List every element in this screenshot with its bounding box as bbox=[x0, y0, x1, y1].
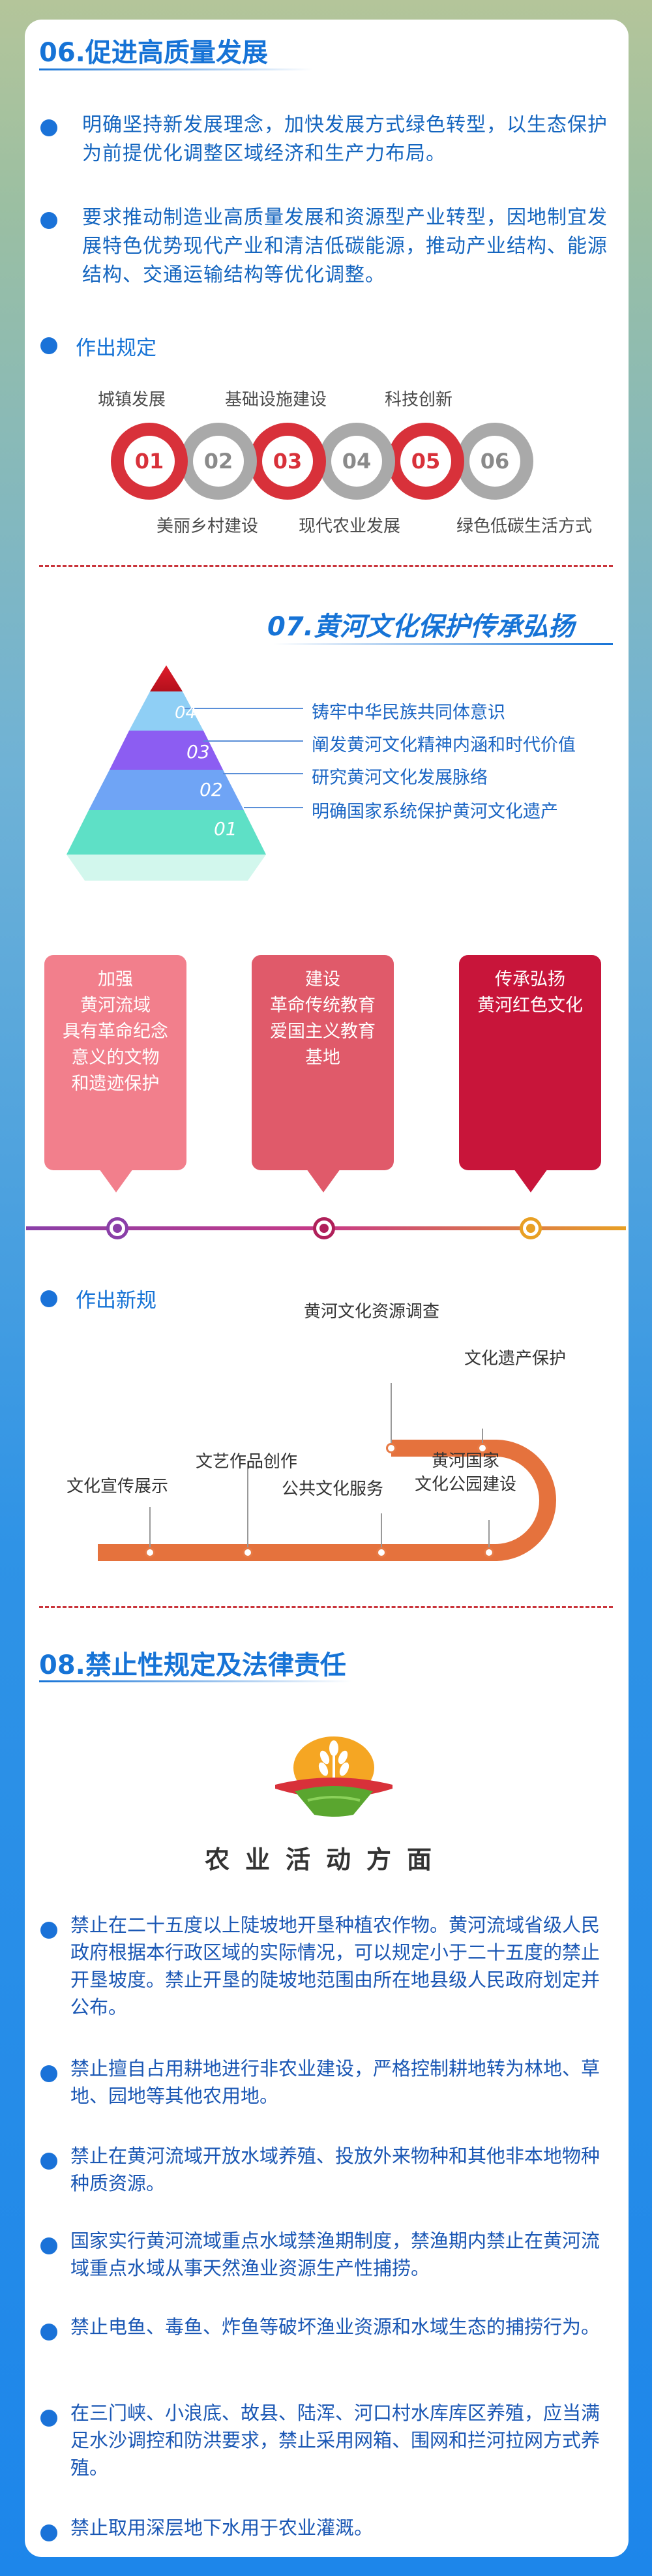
ring-label-top-2: 基础设施建设 bbox=[225, 390, 327, 410]
callout-box-2: 建设 革命传统教育 爱国主义教育 基地 bbox=[252, 955, 394, 1170]
bullet-icon bbox=[40, 2153, 57, 2170]
ring-label-bottom-3: 绿色低碳生活方式 bbox=[456, 517, 593, 536]
bullet-icon bbox=[40, 2065, 57, 2082]
pyramid-num-03: 03 bbox=[186, 741, 210, 763]
road-label-resource-survey: 黄河文化资源调查 bbox=[304, 1302, 440, 1322]
ring-label-top-1: 城镇发展 bbox=[98, 390, 166, 410]
road-diagram bbox=[98, 1383, 556, 1561]
bullet-icon bbox=[40, 212, 57, 229]
bullet-icon bbox=[40, 2324, 57, 2341]
pyramid-text-04: 铸牢中华民族共同体意识 bbox=[312, 703, 505, 723]
title-underline bbox=[39, 68, 313, 70]
timeline-node-1 bbox=[106, 1217, 128, 1239]
road-marker bbox=[484, 1547, 494, 1558]
bullet-icon bbox=[40, 2524, 57, 2541]
subheading-rules: 作出规定 bbox=[76, 337, 156, 360]
section-08-title: 08.禁止性规定及法律责任 bbox=[39, 1650, 346, 1680]
section-divider bbox=[39, 1606, 613, 1608]
section-07-title: 07.黄河文化保护传承弘扬 bbox=[267, 612, 574, 642]
road-label-public-service: 公共文化服务 bbox=[282, 1479, 384, 1499]
ring-01: 01 bbox=[111, 423, 188, 500]
rule-1: 禁止在二十五度以上陡坡地开垦种植农作物。黄河流域省级人民政府根据本行政区域的实际… bbox=[70, 1914, 600, 2018]
title-underline bbox=[274, 643, 613, 645]
bullet-icon bbox=[40, 119, 57, 136]
section-divider bbox=[39, 565, 613, 567]
bullet-icon bbox=[40, 1922, 57, 1939]
road-label-art: 文艺作品创作 bbox=[196, 1452, 298, 1472]
ring-04: 04 bbox=[318, 423, 395, 500]
ring-label-top-3: 科技创新 bbox=[385, 390, 453, 410]
road-label-park: 黄河国家 文化公园建设 bbox=[415, 1451, 517, 1494]
pyramid-text-01: 明确国家系统保护黄河文化遗产 bbox=[312, 802, 558, 822]
pyramid-graphic bbox=[67, 665, 303, 881]
road-label-heritage: 文化遗产保护 bbox=[464, 1349, 567, 1369]
callout-box-3: 传承弘扬 黄河红色文化 bbox=[459, 955, 601, 1170]
callout-pointer bbox=[306, 1169, 340, 1192]
callout-pointer bbox=[514, 1169, 548, 1192]
timeline-node-3 bbox=[520, 1217, 542, 1239]
pyramid-num-04: 04 bbox=[175, 703, 197, 723]
title-underline bbox=[39, 1680, 352, 1682]
road-marker bbox=[243, 1547, 253, 1558]
ring-label-bottom-1: 美丽乡村建设 bbox=[156, 517, 259, 536]
rule-5: 禁止电鱼、毒鱼、炸鱼等破坏渔业资源和水域生态的捕捞行为。 bbox=[70, 2316, 600, 2338]
paragraph-2: 要求推动制造业高质量发展和资源型产业转型，因地制宜发展特色优势现代产业和清洁低碳… bbox=[82, 206, 608, 286]
road-marker bbox=[386, 1443, 396, 1453]
rule-7: 禁止取用深层地下水用于农业灌溉。 bbox=[70, 2517, 374, 2539]
agriculture-logo-icon bbox=[275, 1736, 393, 1817]
bullet-icon bbox=[40, 2410, 57, 2427]
rule-3: 禁止在黄河流域开放水域养殖、投放外来物种和其他非本地物种种质资源。 bbox=[70, 2145, 600, 2194]
timeline-node-2 bbox=[313, 1217, 335, 1239]
ring-05: 05 bbox=[387, 423, 464, 500]
ring-02: 02 bbox=[180, 423, 257, 500]
section-06-title: 06.促进高质量发展 bbox=[39, 38, 268, 68]
road-marker bbox=[145, 1547, 155, 1558]
rule-4: 国家实行黄河流域重点水域禁渔期制度，禁渔期内禁止在黄河流域重点水域从事天然渔业资… bbox=[70, 2230, 600, 2279]
callout-box-1: 加强 黄河流域 具有革命纪念 意义的文物 和遗迹保护 bbox=[44, 955, 186, 1170]
logo-caption: 农业活动方面 bbox=[204, 1845, 447, 1874]
pyramid-text-03: 阐发黄河文化精神内涵和时代价值 bbox=[312, 735, 576, 755]
road-label-propaganda: 文化宣传展示 bbox=[67, 1477, 169, 1496]
subheading-new-rules: 作出新规 bbox=[76, 1289, 156, 1312]
callout-pointer bbox=[99, 1169, 133, 1192]
ring-03: 03 bbox=[249, 423, 326, 500]
bullet-icon bbox=[40, 1290, 57, 1307]
road-marker bbox=[477, 1443, 488, 1453]
ring-label-bottom-2: 现代农业发展 bbox=[299, 517, 401, 536]
pyramid-num-02: 02 bbox=[200, 779, 223, 800]
ring-06: 06 bbox=[456, 423, 533, 500]
bullet-icon bbox=[40, 2237, 57, 2254]
pyramid-num-01: 01 bbox=[214, 818, 237, 840]
rule-6: 在三门峡、小浪底、故县、陆浑、河口村水库库区养殖，应当满足水沙调控和防洪要求，禁… bbox=[70, 2402, 600, 2479]
road-marker bbox=[376, 1547, 387, 1558]
paragraph-1: 明确坚持新发展理念，加快发展方式绿色转型，以生态保护为前提优化调整区域经济和生产… bbox=[82, 114, 608, 165]
rule-2: 禁止擅自占用耕地进行非农业建设，严格控制耕地转为林地、草地、园地等其他农用地。 bbox=[70, 2057, 600, 2107]
bullet-icon bbox=[40, 337, 57, 354]
pyramid-text-02: 研究黄河文化发展脉络 bbox=[312, 768, 488, 788]
